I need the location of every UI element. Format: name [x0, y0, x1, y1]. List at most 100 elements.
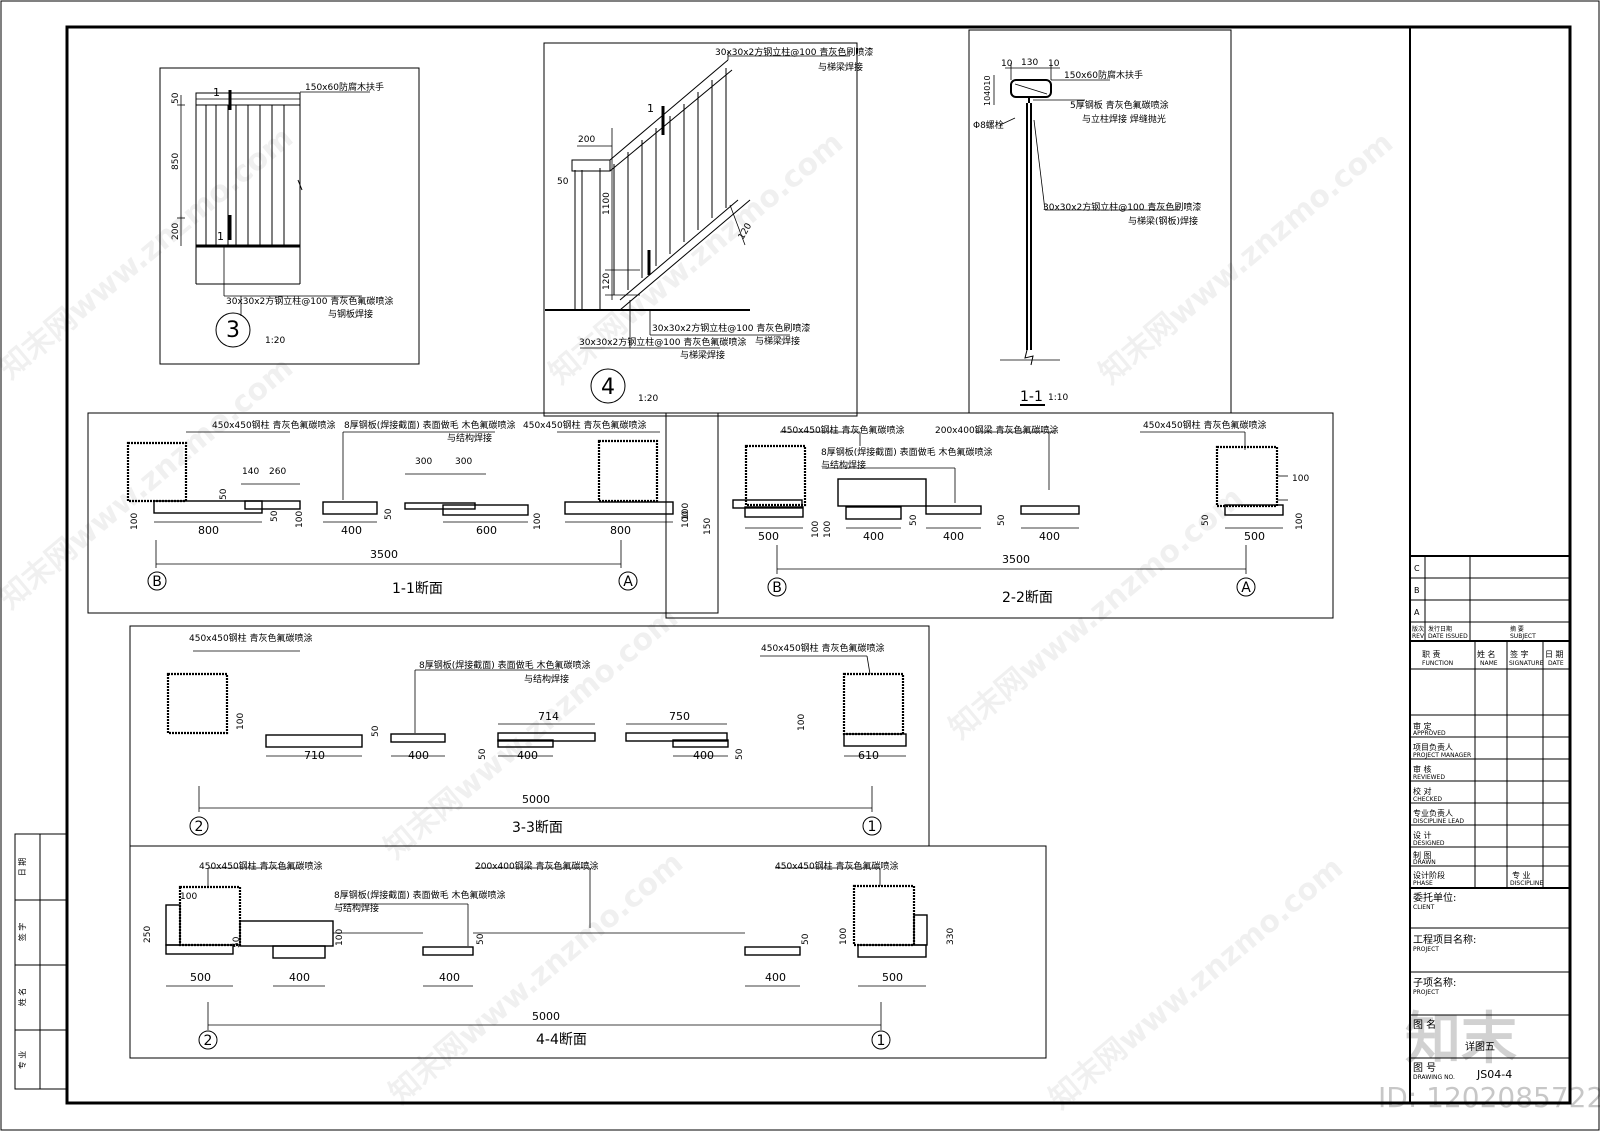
- section-4-dim-50b: 50: [476, 933, 486, 945]
- section-3-width-710: 710: [304, 749, 325, 762]
- project-label-en: PROJECT: [1413, 946, 1439, 953]
- section-3-plate-note: 8厚钢板(焊接截面) 表面做毛 木色氟碳喷涂: [419, 659, 590, 671]
- rev-row-b: B: [1414, 586, 1420, 595]
- section-3-dim-50c: 50: [735, 748, 745, 760]
- strip-sign-label: 签 字: [17, 923, 27, 942]
- role-approved-en: APPROVED: [1413, 730, 1446, 737]
- section-1-1-dim-10a: 10: [1001, 59, 1013, 69]
- section-3-width-400c: 400: [693, 749, 714, 762]
- section-3: 450x450钢柱 青灰色氟碳喷涂 8厚钢板(焊接截面) 表面做毛 木色氟碳喷涂…: [129, 625, 930, 847]
- section-4-width-500a: 500: [190, 971, 211, 984]
- section-2-dim-50b: 50: [997, 514, 1007, 526]
- watermark-id: ID: 1202085722: [1378, 1081, 1600, 1114]
- section-3-col-note-right: 450x450钢柱 青灰色氟碳喷涂: [761, 642, 885, 654]
- section-1-dim-260: 260: [269, 467, 286, 477]
- watermark-logo: 知末: [1405, 1007, 1517, 1072]
- role-header-date: 日 期: [1545, 650, 1564, 659]
- detail-4-bottom-note-b: 30x30x2方钢立柱@100 青灰色刷喷漆: [652, 322, 810, 334]
- detail-3-dim-200: 200: [171, 223, 181, 240]
- section-1-axis-left: B: [152, 574, 162, 590]
- section-2-dim-100d: 100: [823, 521, 833, 538]
- detail-4-top-note: 30x30x2方钢立柱@100 青灰色刷喷漆: [715, 46, 873, 58]
- section-1-plate-note: 8厚钢板(焊接截面) 表面做毛 木色氟碳喷涂: [344, 419, 515, 431]
- section-2-plate-note-2: 与结构焊接: [821, 459, 866, 471]
- section-2-dim-50c: 50: [1201, 514, 1211, 526]
- role-drawn: 制 图: [1413, 850, 1432, 860]
- section-1-1-dim-10b: 10: [1048, 59, 1060, 69]
- role-phase-en: PHASE: [1413, 880, 1433, 887]
- detail-4-dim-120-a: 120: [602, 273, 612, 290]
- detail-4-stair-railing: [545, 52, 850, 349]
- role-reviewed-en: REVIEWED: [1413, 774, 1445, 781]
- rev-row-a: A: [1414, 608, 1420, 617]
- section-1-dim-400: 400: [341, 524, 362, 537]
- role-project-manager: 项目负责人: [1413, 742, 1453, 752]
- rev-row-c: C: [1414, 564, 1420, 573]
- section-3-width-610: 610: [858, 749, 879, 762]
- strip-name-label: 姓 名: [17, 988, 27, 1007]
- discipline-label: 专 业: [1512, 870, 1531, 880]
- section-1-dim-100d: 100: [681, 511, 691, 528]
- section-2-col-note-right: 450x450钢柱 青灰色氟碳喷涂: [1143, 419, 1267, 431]
- detail-3-dim-850: 850: [171, 153, 181, 170]
- role-header-signature: 签 字: [1510, 649, 1529, 659]
- section-2-dim-100-right: 100: [1292, 474, 1309, 484]
- subproject-label-en: PROJECT: [1413, 989, 1439, 996]
- section-1-dim-50c: 50: [384, 508, 394, 520]
- detail-3-post-note: 30x30x2方钢立柱@100 青灰色氟碳喷涂: [226, 295, 393, 307]
- section-1-dim-600: 600: [476, 524, 497, 537]
- section-3-width-714: 714: [538, 710, 559, 723]
- role-header-function-en: FUNCTION: [1422, 660, 1453, 667]
- section-4-dim-50a: 50: [232, 936, 242, 948]
- section-1-dim-100b: 100: [295, 511, 305, 528]
- detail-4-scale: 1:20: [638, 394, 658, 404]
- section-2-total: 3500: [1002, 553, 1030, 566]
- detail-4-number-circle: [590, 368, 626, 404]
- section-3-col-note-left: 450x450钢柱 青灰色氟碳喷涂: [189, 632, 313, 644]
- role-discipline-lead: 专业负责人: [1413, 808, 1453, 818]
- section-4: 450x450钢柱 青灰色氟碳喷涂 200x400钢梁 青灰色氟碳喷涂 450x…: [129, 845, 1047, 1059]
- section-2-width-400a: 400: [863, 530, 884, 543]
- discipline-label-en: DISCIPLINE: [1510, 880, 1543, 887]
- rev-header-rev-en: REV: [1412, 633, 1425, 640]
- detail-4-frame: [543, 42, 858, 417]
- section-2-dim-100c: 100: [1295, 513, 1305, 530]
- role-header-date-en: DATE: [1548, 660, 1564, 667]
- detail-4-dim-1100: 1100: [602, 192, 612, 215]
- role-header-name: 姓 名: [1477, 649, 1496, 659]
- section-1-axis-right: A: [623, 574, 633, 590]
- section-3-width-400a: 400: [408, 749, 429, 762]
- section-1-1-detail: 10 130 10 104010 150x60防腐木扶手 5厚钢板 青灰色氟碳喷…: [968, 29, 1232, 413]
- watermark-text: 知末网www.znzmo.com: [1093, 125, 1400, 391]
- drawing-no-label-en: DRAWING NO.: [1413, 1074, 1455, 1081]
- watermark-text: 知末网www.znzmo.com: [943, 480, 1250, 746]
- section-4-width-400c: 400: [765, 971, 786, 984]
- section-2-plate-note: 8厚钢板(焊接截面) 表面做毛 木色氟碳喷涂: [821, 446, 992, 458]
- role-header-function: 职 责: [1422, 649, 1441, 659]
- section-3-title: 3-3断面: [512, 820, 563, 836]
- detail-3-railing: [177, 90, 370, 316]
- section-4-dim-100a: 100: [180, 892, 197, 902]
- detail-3-dim-50: 50: [171, 92, 181, 104]
- role-designed: 设 计: [1413, 830, 1432, 840]
- rev-header-rev: 版次: [1412, 625, 1424, 633]
- rev-header-date: 发行日期: [1428, 625, 1452, 633]
- section-2-dim-100a: 100: [681, 503, 691, 520]
- section-1-1-detail-frame: [968, 29, 1232, 413]
- section-1-plate-note-2: 与结构焊接: [447, 432, 492, 444]
- detail-3-number-circle: [215, 312, 251, 348]
- role-header-name-en: NAME: [1480, 660, 1498, 667]
- section-4-title: 4-4断面: [536, 1032, 587, 1048]
- drawing-title-label: 图 名: [1413, 1018, 1436, 1031]
- section-2-dim-50a: 50: [909, 514, 919, 526]
- section-4-beam-note: 200x400钢梁 青灰色氟碳喷涂: [475, 860, 599, 872]
- section-4-plate-note: 8厚钢板(焊接截面) 表面做毛 木色氟碳喷涂: [334, 889, 505, 901]
- section-4-total: 5000: [532, 1010, 560, 1023]
- watermark-text: 知末网www.znzmo.com: [0, 350, 300, 616]
- section-1-dim-100a: 100: [130, 513, 140, 530]
- detail-4-bottom-note-a: 30x30x2方钢立柱@100 青灰色氟碳喷涂: [579, 336, 746, 348]
- section-2-width-500a: 500: [758, 530, 779, 543]
- section-1-dim-300b: 300: [455, 457, 472, 467]
- section-2-width-400c: 400: [1039, 530, 1060, 543]
- section-2: 450x450钢柱 青灰色氟碳喷涂 200x400钢梁 青灰色氟碳喷涂 450x…: [665, 412, 1334, 619]
